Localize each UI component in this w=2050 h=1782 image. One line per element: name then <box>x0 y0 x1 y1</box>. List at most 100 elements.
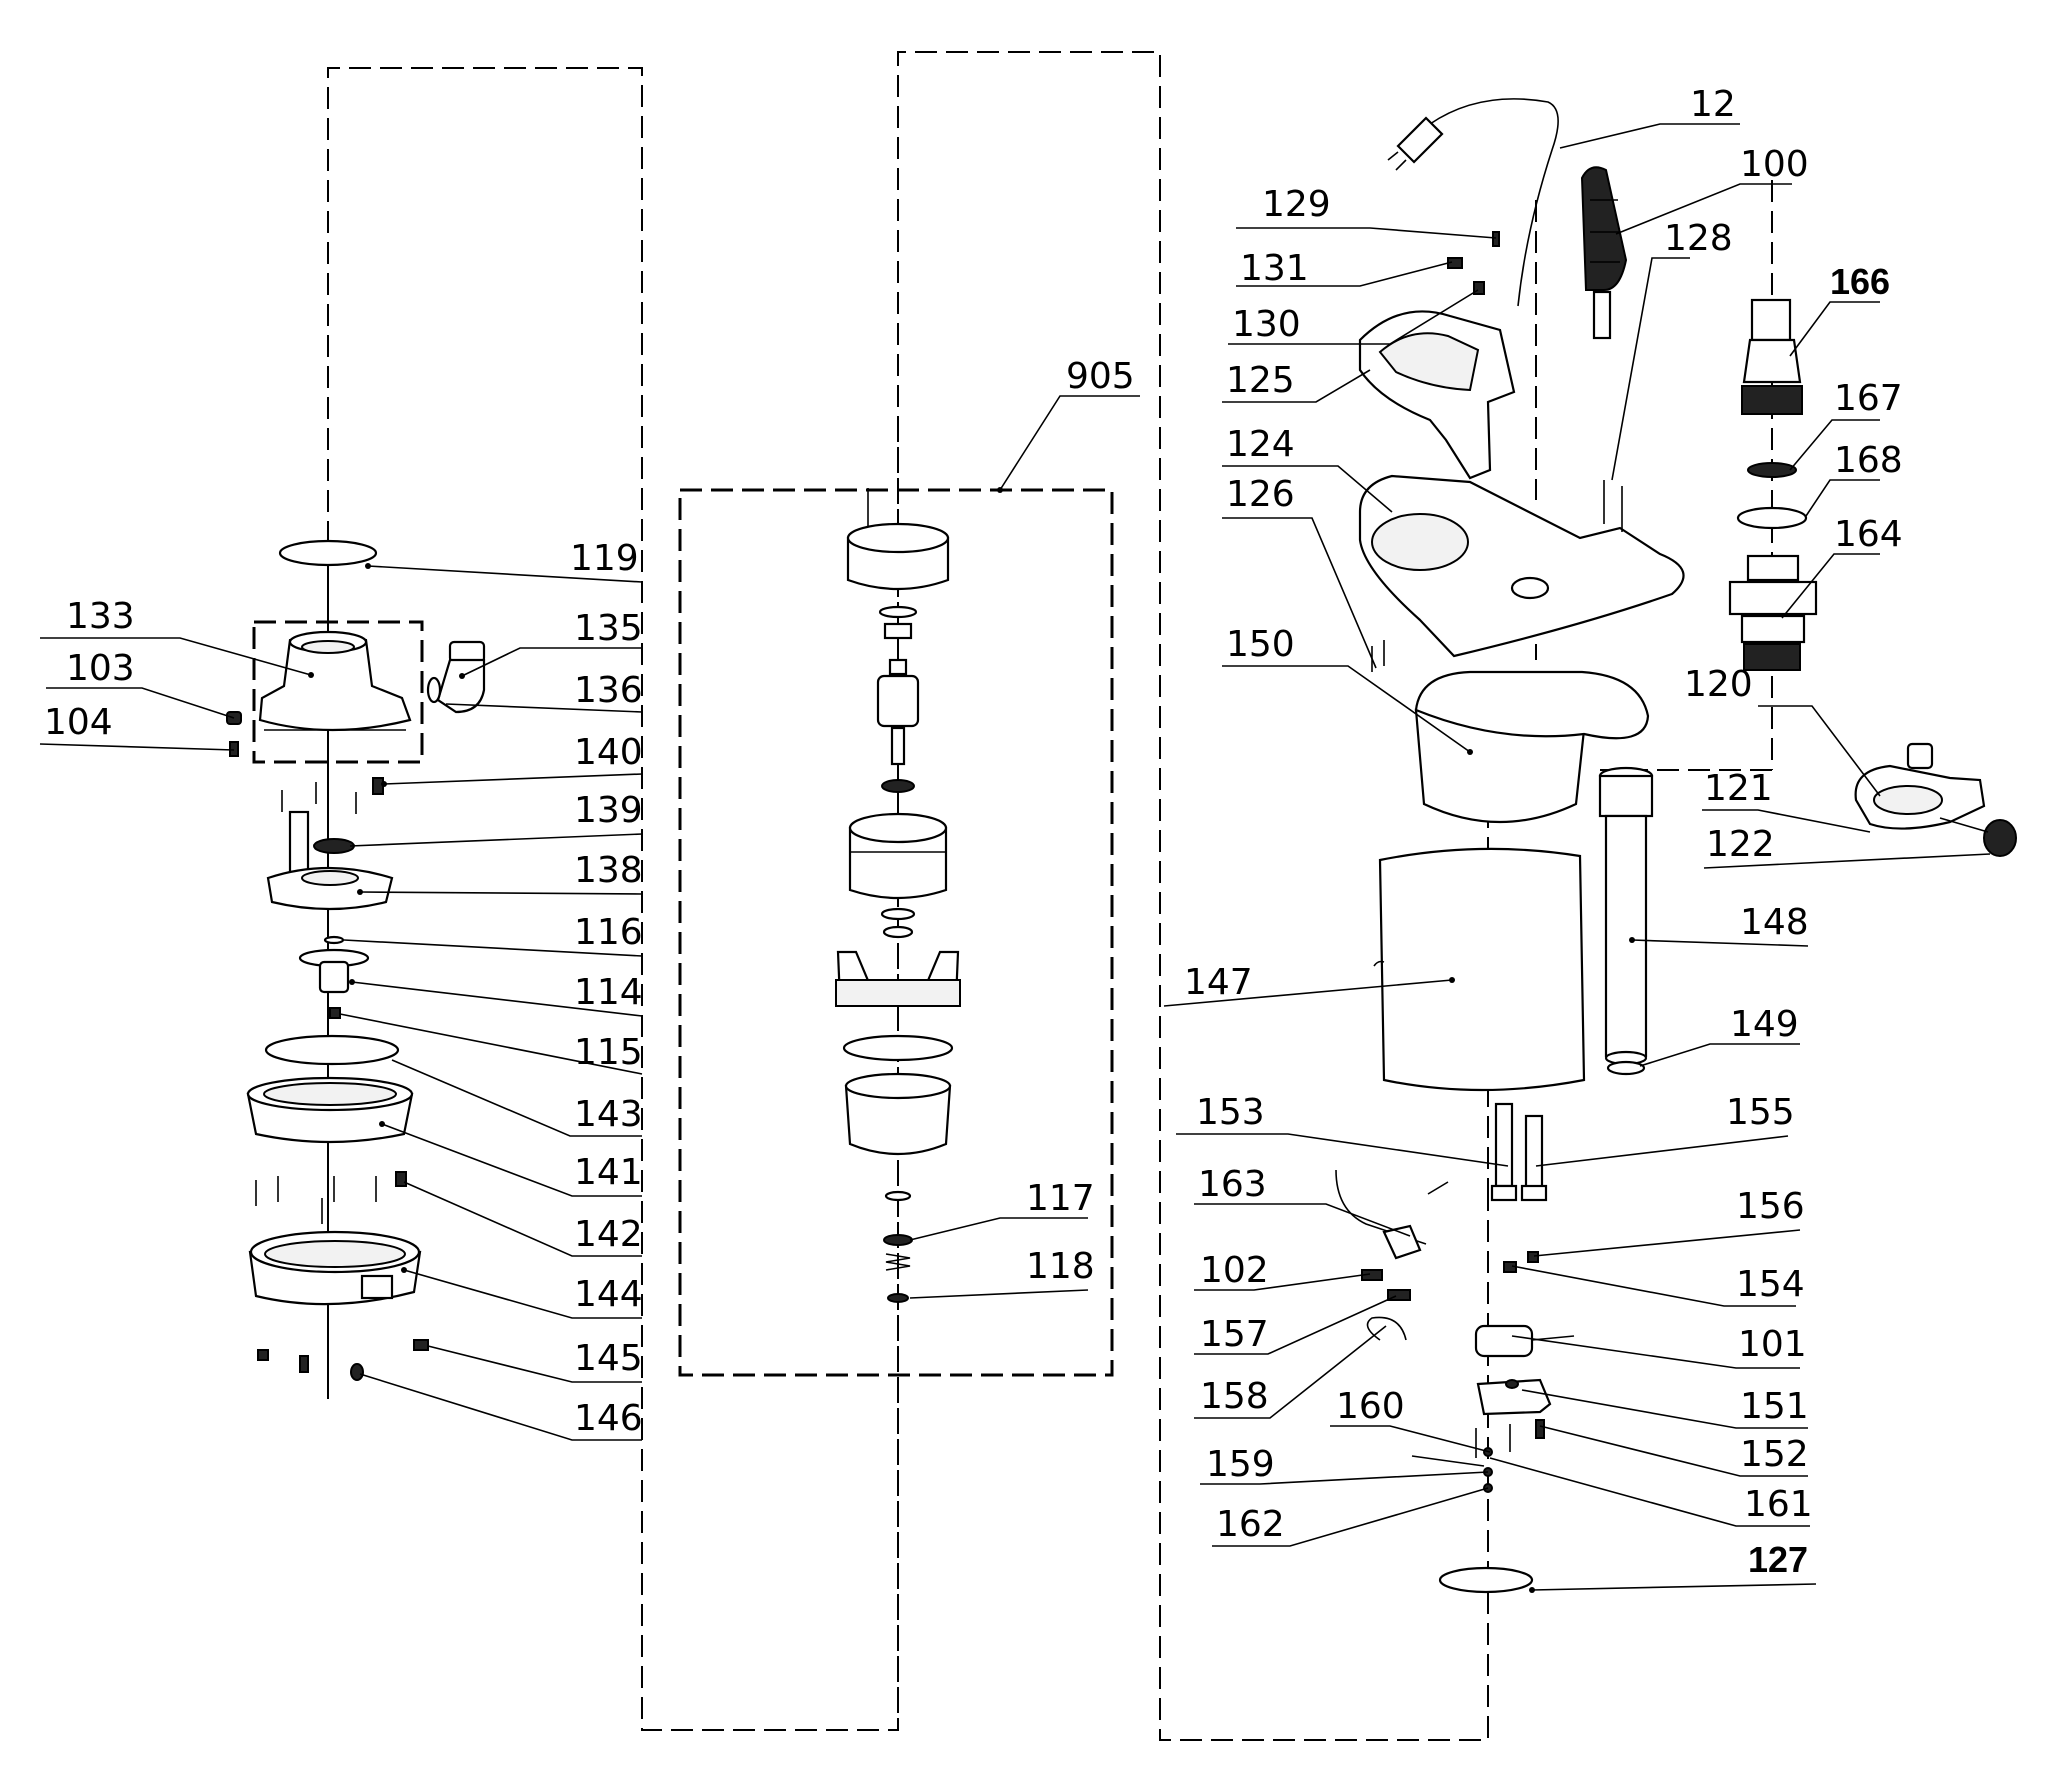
part-101-capacitor <box>1474 1324 1575 1358</box>
label-145: 145 <box>574 1338 643 1379</box>
label-135: 135 <box>574 608 643 649</box>
label-12: 12 <box>1690 84 1736 125</box>
part-168-seal <box>1736 506 1808 530</box>
label-121: 121 <box>1704 768 1773 809</box>
label-136: 136 <box>574 670 643 711</box>
part-117-washer <box>884 1190 912 1202</box>
label-150: 150 <box>1226 624 1295 665</box>
part-167-washer <box>1747 462 1797 478</box>
label-167: 167 <box>1834 378 1903 419</box>
part-158-cable-tie <box>1366 1316 1407 1341</box>
part-145-screw <box>413 1339 429 1351</box>
label-130: 130 <box>1232 304 1301 345</box>
label-163: 163 <box>1198 1164 1267 1205</box>
part-151-terminal-block <box>1476 1378 1552 1416</box>
part-motor-bracket <box>835 950 961 1007</box>
label-128: 128 <box>1664 218 1733 259</box>
label-153: 153 <box>1196 1092 1265 1133</box>
part-157-connector <box>1387 1289 1411 1301</box>
part-136-seal <box>426 676 442 704</box>
label-124: 124 <box>1226 424 1295 465</box>
label-160: 160 <box>1336 1386 1405 1427</box>
part-119-o-ring <box>278 539 378 567</box>
part-163-switch <box>1335 1169 1449 1260</box>
label-131: 131 <box>1240 248 1309 289</box>
callouts-left: 119 133 135 136 103 104 140 139 138 116 … <box>39 538 643 1441</box>
callouts-right: 12 100 129 131 130 125 128 124 126 150 1… <box>1163 84 1991 1591</box>
part-142-base <box>248 1230 422 1306</box>
label-138: 138 <box>574 850 643 891</box>
part-139-seal-ring <box>313 838 355 854</box>
label-148: 148 <box>1740 902 1809 943</box>
label-133: 133 <box>66 596 135 637</box>
leader-dots <box>308 487 1635 1593</box>
label-142: 142 <box>574 1214 643 1255</box>
label-144: 144 <box>574 1274 643 1315</box>
part-124-upper-housing <box>1358 474 1685 658</box>
part-149-cap <box>1606 1060 1646 1076</box>
part-148-tube <box>1598 766 1654 1066</box>
label-101: 101 <box>1738 1324 1807 1365</box>
part-116-washer <box>323 935 345 945</box>
part-12-power-cable <box>1387 98 1559 307</box>
part-164-check-valve <box>1728 554 1818 671</box>
part-125-handle <box>1358 310 1516 480</box>
label-139: 139 <box>574 790 643 831</box>
label-129: 129 <box>1262 184 1331 225</box>
label-155: 155 <box>1726 1092 1795 1133</box>
part-141-housing-ring <box>246 1076 414 1144</box>
label-154: 154 <box>1736 1264 1805 1305</box>
part-138-impeller <box>266 810 394 911</box>
label-100: 100 <box>1740 144 1809 185</box>
label-149: 149 <box>1730 1004 1799 1045</box>
part-129-screw <box>1492 231 1500 247</box>
parts-left-column <box>226 539 486 1381</box>
parts-right-column <box>1335 98 2017 1594</box>
label-164: 164 <box>1834 514 1903 555</box>
part-stator <box>848 812 948 900</box>
part-166-hose-fitting <box>1741 298 1803 415</box>
part-120-clamp <box>1854 742 2017 857</box>
label-125: 125 <box>1226 360 1295 401</box>
label-159: 159 <box>1206 1444 1275 1485</box>
label-158: 158 <box>1200 1376 1269 1417</box>
part-152-161-screws <box>1475 1419 1545 1458</box>
label-161: 161 <box>1744 1484 1813 1525</box>
label-140: 140 <box>574 732 643 773</box>
parts-middle-column <box>835 488 961 1303</box>
part-rotor <box>876 658 920 766</box>
label-151: 151 <box>1740 1386 1809 1427</box>
label-127: 127 <box>1748 1539 1808 1580</box>
callouts-middle: 905 117 118 <box>909 356 1140 1299</box>
part-115-nut <box>329 1007 341 1019</box>
part-motor-cap <box>846 522 950 591</box>
part-153-155-rods <box>1490 1102 1548 1202</box>
label-157: 157 <box>1200 1314 1269 1355</box>
label-147: 147 <box>1184 962 1253 1003</box>
label-905: 905 <box>1066 356 1135 397</box>
part-133-pump-cover <box>258 630 412 732</box>
part-126-screws <box>1371 640 1385 672</box>
part-150-motor-housing <box>1414 670 1650 823</box>
label-152: 152 <box>1740 1434 1809 1475</box>
label-118: 118 <box>1026 1246 1095 1287</box>
part-140-screws <box>281 777 384 814</box>
part-147-cover-sheet <box>1373 847 1586 1092</box>
part-127-o-ring <box>1438 1566 1534 1594</box>
label-115: 115 <box>574 1032 643 1073</box>
part-117-spring <box>885 1253 911 1271</box>
motor-unit-box-905 <box>678 488 1114 1377</box>
part-motor-can <box>844 1072 952 1156</box>
part-128-screws <box>1603 480 1623 532</box>
label-156: 156 <box>1736 1186 1805 1227</box>
part-135-elbow <box>436 640 486 714</box>
label-114: 114 <box>574 972 643 1013</box>
label-126: 126 <box>1226 474 1295 515</box>
part-143-o-ring <box>264 1034 400 1066</box>
part-104-screw <box>229 741 239 757</box>
label-122: 122 <box>1706 824 1775 865</box>
label-102: 102 <box>1200 1250 1269 1291</box>
part-130-clip <box>1473 281 1485 295</box>
label-104: 104 <box>44 702 113 743</box>
